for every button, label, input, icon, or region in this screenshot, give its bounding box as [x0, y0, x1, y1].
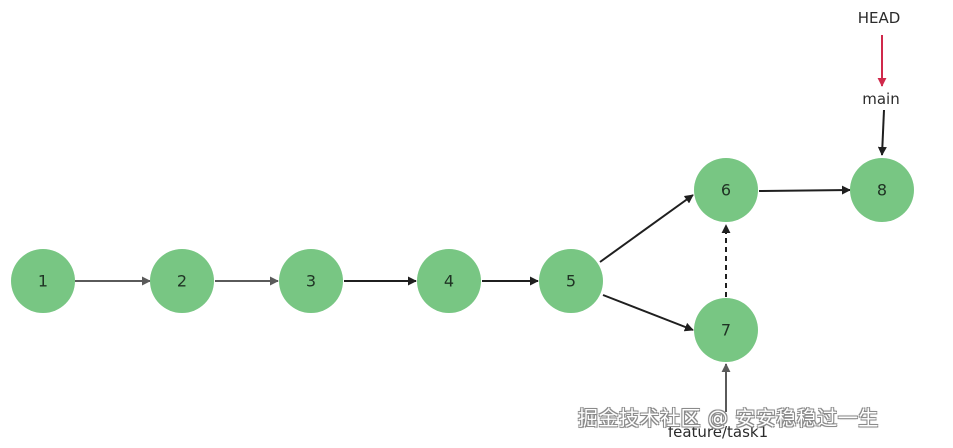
node-5: 5 — [539, 249, 603, 313]
node-3: 3 — [279, 249, 343, 313]
node-7: 7 — [694, 298, 758, 362]
feature-branch-label: feature/task1 — [668, 423, 768, 441]
node-4: 4 — [417, 249, 481, 313]
node-7-label: 7 — [721, 321, 731, 340]
node-1: 1 — [11, 249, 75, 313]
head-label: HEAD — [858, 9, 901, 27]
node-5-label: 5 — [566, 272, 576, 291]
node-6: 6 — [694, 158, 758, 222]
node-8: 8 — [850, 158, 914, 222]
node-6-label: 6 — [721, 181, 731, 200]
node-3-label: 3 — [306, 272, 316, 291]
watermark: 掘金技术社区 @ 安安稳稳过一生 — [578, 406, 879, 430]
edge-6-8 — [758, 185, 851, 195]
node-4-label: 4 — [444, 272, 454, 291]
main-branch-label: main — [862, 90, 899, 108]
edge-5-7 — [602, 294, 694, 332]
node-8-label: 8 — [877, 181, 887, 200]
node-2-label: 2 — [177, 272, 187, 291]
edges — [75, 35, 887, 412]
edge-main-8 — [877, 109, 887, 156]
node-1-label: 1 — [38, 272, 48, 291]
node-2: 2 — [150, 249, 214, 313]
edge-5-6 — [599, 194, 694, 263]
